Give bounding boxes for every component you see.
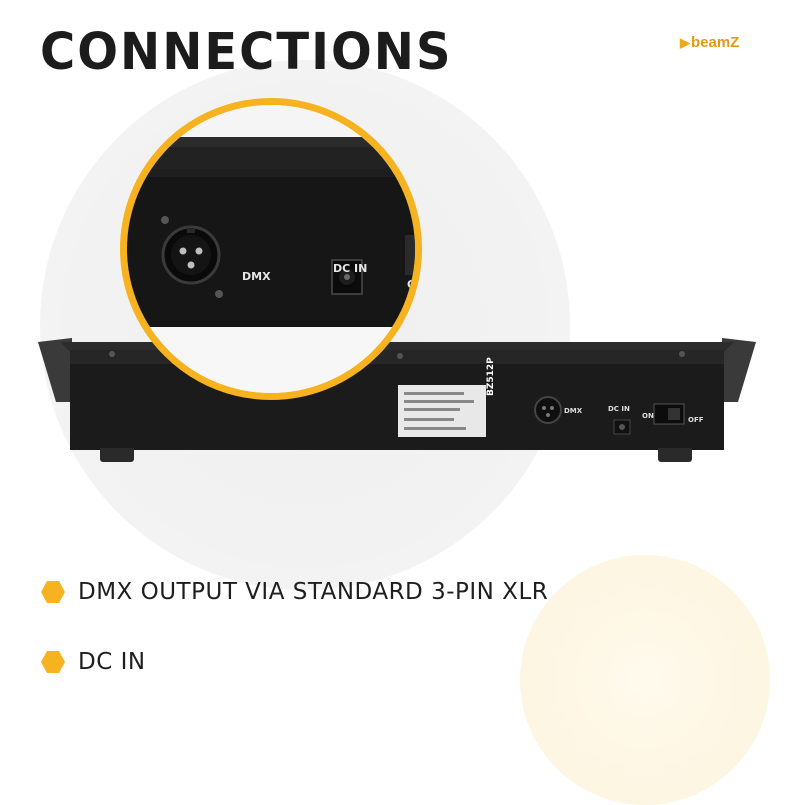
device-foot-left xyxy=(100,448,134,462)
feature-text: DC IN xyxy=(78,649,146,675)
brand-logo: ▶ beamZ xyxy=(680,34,739,51)
brand-name: beamZ xyxy=(691,34,740,51)
feature-list: DMX OUTPUT VIA STANDARD 3-PIN XLR DC IN xyxy=(40,575,548,715)
zoom-dc-label: DC IN xyxy=(333,262,368,275)
hexagon-bullet-icon xyxy=(41,581,65,603)
device-model-label: BZ512P xyxy=(486,357,496,396)
device-dc-label: DC IN xyxy=(608,405,630,413)
feature-item: DMX OUTPUT VIA STANDARD 3-PIN XLR xyxy=(40,575,548,609)
device-dmx-label: DMX xyxy=(564,407,583,415)
controller-rear-panel: BZ512P DMX DC IN ON OFF xyxy=(38,330,756,470)
feature-item: DC IN xyxy=(40,645,548,679)
hexagon-bullet-icon xyxy=(41,651,65,673)
feature-text: DMX OUTPUT VIA STANDARD 3-PIN XLR xyxy=(78,579,549,605)
zoom-magnifier: DMX DC IN ON xyxy=(120,98,422,400)
zoomed-panel-illustration xyxy=(127,105,415,393)
background-circle-accent xyxy=(520,555,770,805)
brand-mark-icon: ▶ xyxy=(680,34,690,50)
device-on-label: ON xyxy=(642,412,654,420)
zoom-dmx-label: DMX xyxy=(242,270,271,283)
device-illustration xyxy=(38,338,756,450)
device-off-label: OFF xyxy=(688,416,704,424)
zoom-on-label: ON xyxy=(407,278,417,291)
device-foot-right xyxy=(658,448,692,462)
page-title: CONNECTIONS xyxy=(40,22,453,82)
